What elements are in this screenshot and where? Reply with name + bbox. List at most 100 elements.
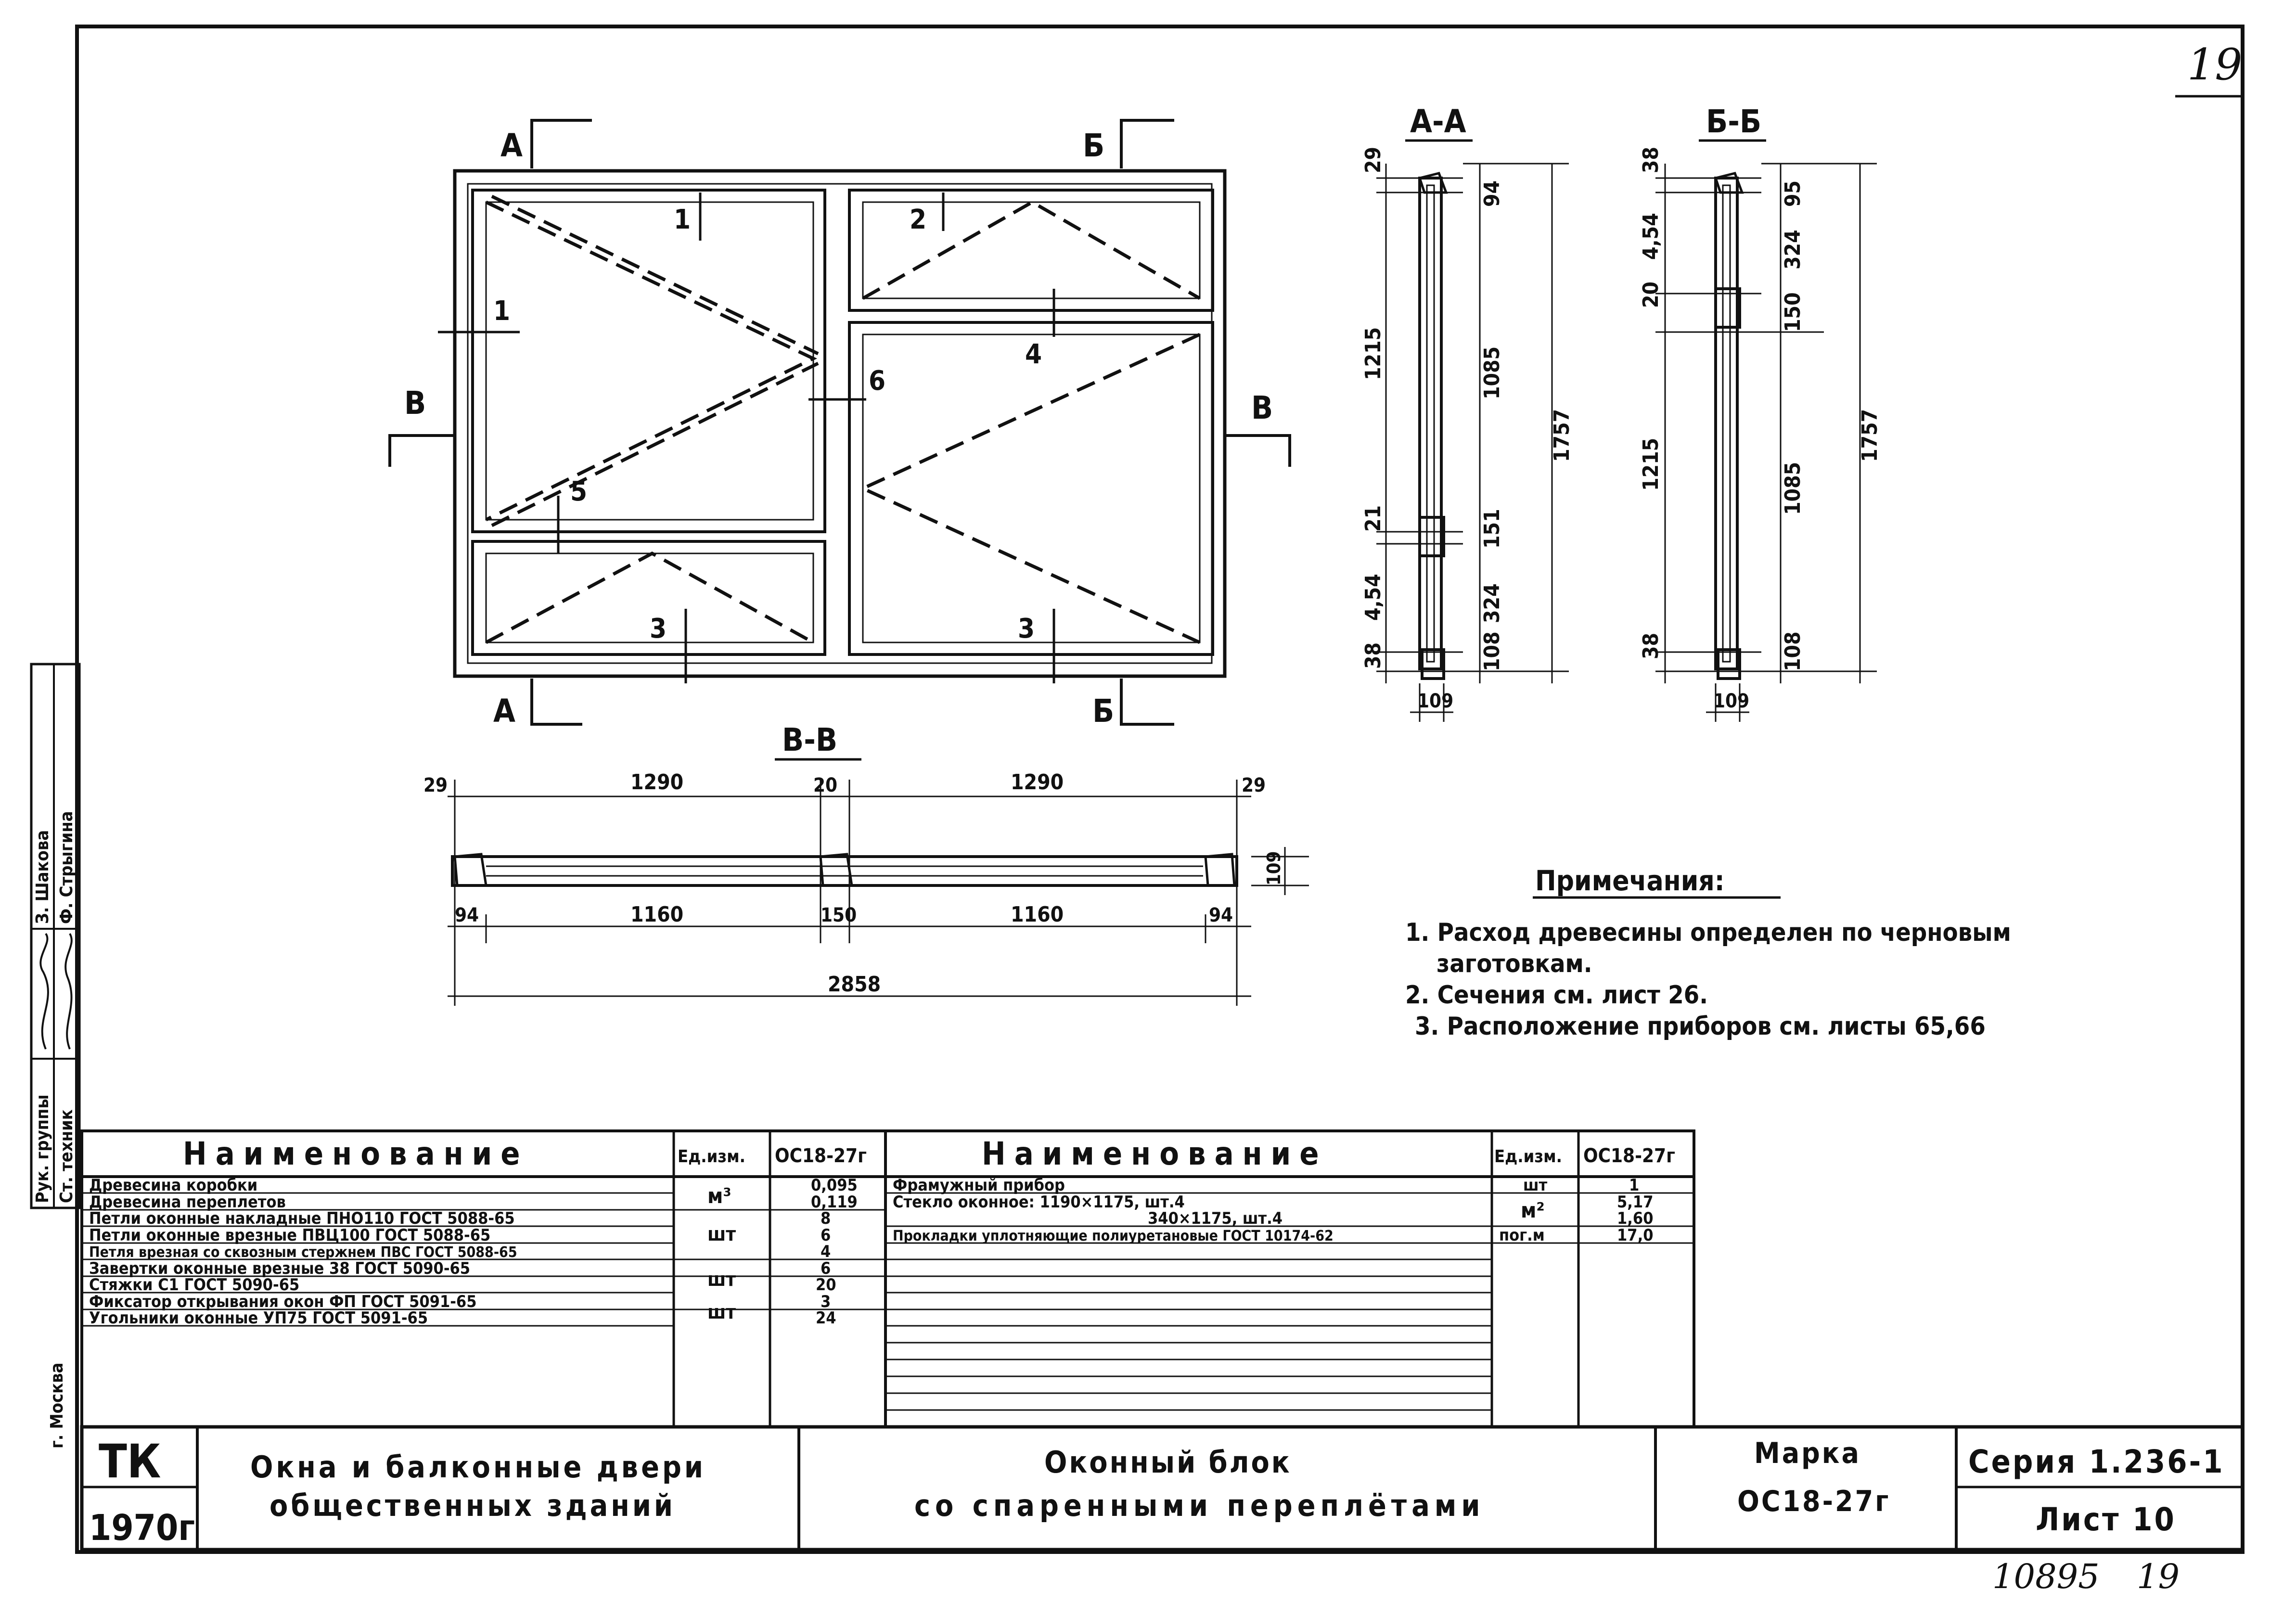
title-category-2: общественных зданий	[269, 1488, 676, 1523]
vv-dim-bottom-1: 1160	[630, 902, 683, 927]
right-row-2-name: 340×1175, шт.4	[1148, 1209, 1283, 1228]
left-header-unit: Ед.изм.	[678, 1147, 745, 1167]
title-product-2: со спаренными переплётами	[914, 1488, 1485, 1523]
spec-table-right: Наименование Ед.изм. ОС18-27г Фрамужный …	[884, 1129, 1695, 1428]
section-vv-profile	[451, 855, 1238, 887]
left-row-4-name: Петля врезная со сквозным стержнем ПВС Г…	[89, 1244, 517, 1261]
left-row-6-qty: 20	[816, 1275, 836, 1295]
vv-dim-top-2: 20	[813, 774, 837, 796]
bb-dim-left-4: 38	[1639, 633, 1663, 659]
bb-dim-right-4: 108	[1781, 631, 1805, 671]
section-aa-profile	[1418, 177, 1443, 670]
sheet-border	[75, 25, 2245, 1554]
title-sheet: Лист 10	[2036, 1501, 2176, 1538]
section-mark-b-bottom: Б	[1092, 692, 1114, 730]
right-row-1-qty: 5,17	[1617, 1193, 1653, 1212]
notes-title: Примечания:	[1535, 864, 1725, 897]
right-header-mark: ОС18-27г	[1583, 1145, 1675, 1167]
right-header-unit: Ед.изм.	[1494, 1147, 1562, 1167]
aa-dim-left-0: 29	[1361, 147, 1385, 173]
stamp-role-1: Рук. группы	[33, 1094, 52, 1203]
opening-lines	[485, 194, 1201, 644]
left-row-3-unit: шт	[707, 1223, 736, 1245]
title-year: 1970г	[89, 1507, 195, 1549]
aa-dim-right-1: 1085	[1480, 346, 1504, 399]
aa-dim-width: 109	[1417, 690, 1453, 712]
section-vv-title: В-В	[782, 721, 837, 758]
signature-2	[64, 933, 73, 1050]
sash-right-large	[848, 321, 1214, 656]
section-mark-v-left: В	[404, 385, 426, 422]
left-row-5-name: Завертки оконные врезные 38 ГОСТ 5090-65	[89, 1259, 470, 1278]
aa-dim-left-3: 4,54	[1361, 574, 1385, 621]
aa-dim-left-2: 21	[1361, 505, 1385, 532]
left-row-4-qty: 4	[821, 1242, 831, 1261]
right-header-name: Наименование	[982, 1135, 1328, 1172]
section-bb-profile	[1714, 177, 1739, 670]
corner-number: 19	[2187, 39, 2243, 90]
left-row-6-name: Стяжки С1 ГОСТ 5090-65	[89, 1275, 299, 1295]
vv-dim-top-4: 29	[1242, 774, 1266, 796]
title-block: ТК 1970г Окна и балконные двери обществе…	[80, 1425, 2245, 1552]
archive-number: 10895	[1992, 1557, 2100, 1596]
bb-dim-left-0: 38	[1639, 147, 1663, 173]
vv-dim-bottom-0: 94	[455, 904, 479, 926]
callout-2: 2	[910, 204, 926, 235]
section-mark-a-bottom: А	[493, 692, 515, 730]
title-category-1: Окна и балконные двери	[250, 1449, 706, 1485]
section-mark-v-right: В	[1251, 389, 1273, 426]
left-row-2-qty: 8	[821, 1209, 831, 1228]
right-row-1-unit: м²	[1521, 1198, 1545, 1223]
bb-dim-left-3: 1215	[1639, 438, 1663, 491]
section-bb: Б-Б 38 4,54 20 1215 38 95 324 150	[1639, 103, 1882, 722]
side-stamp: Рук. группы Ст. техник З. Шакова Ф. Стры…	[30, 663, 81, 1449]
window-frame-outer	[453, 169, 1227, 678]
left-row-5-qty: 6	[821, 1259, 831, 1278]
vv-dim-bottom-2: 150	[821, 904, 857, 926]
section-vv: В-В 29 1290 20 1290 29 94 1160 150	[423, 721, 1309, 1006]
sash-left-large	[471, 189, 826, 533]
aa-dim-left-1: 1215	[1361, 327, 1385, 380]
aa-dim-total: 1757	[1550, 409, 1574, 462]
title-series: Серия 1.236-1	[1968, 1443, 2225, 1480]
note-item-3: 3. Расположение приборов см. листы 65,66	[1415, 1012, 1986, 1041]
left-row-3-qty: 6	[821, 1226, 831, 1245]
right-row-1-name: Стекло оконное: 1190×1175, шт.4	[893, 1193, 1185, 1212]
section-mark-a-top: А	[500, 127, 523, 164]
section-aa: А-А 29 1215 21 4,54 38 94 1085	[1361, 103, 1574, 722]
left-row-2-name: Петли оконные накладные ПНО110 ГОСТ 5088…	[89, 1209, 515, 1228]
left-row-8-qty: 24	[816, 1308, 836, 1328]
callout-4: 4	[1025, 339, 1042, 370]
note-item-0: 1. Расход древесины определен по черновы…	[1405, 918, 2011, 947]
bb-dim-left-1: 4,54	[1639, 213, 1663, 260]
sash-left-bottom	[471, 540, 826, 656]
section-bb-title: Б-Б	[1706, 103, 1761, 140]
right-row-3-name: Прокладки уплотняющие полиуретановые ГОС…	[893, 1228, 1334, 1244]
stamp-name-2: Ф. Стрыгина	[57, 811, 77, 924]
window-frame-inner	[467, 183, 1213, 664]
left-row-7-unit: шт	[707, 1301, 736, 1323]
callout-1b: 1	[493, 295, 510, 327]
left-header-mark: ОС18-27г	[775, 1145, 867, 1167]
aa-dim-right-2: 151	[1480, 509, 1504, 549]
left-row-1-qty: 0,119	[811, 1193, 858, 1212]
left-row-0-unit: м³	[707, 1184, 731, 1208]
left-row-8-name: Угольники оконные УП75 ГОСТ 5091-65	[89, 1308, 428, 1328]
left-row-0-name: Древесина коробки	[89, 1176, 257, 1195]
title-product-1: Оконный блок	[1044, 1445, 1292, 1480]
vv-dim-bottom-4: 94	[1209, 904, 1233, 926]
vv-dim-top-0: 29	[423, 774, 448, 796]
title-mark-label: Марка	[1754, 1436, 1861, 1470]
bb-dim-right-1: 324	[1781, 230, 1805, 269]
stamp-role-2: Ст. техник	[57, 1109, 77, 1203]
note-item-2: 2. Сечения см. лист 26.	[1405, 981, 1708, 1010]
callout-6: 6	[869, 365, 885, 397]
right-row-0-unit: шт	[1523, 1176, 1547, 1195]
callout-3b: 3	[1018, 613, 1035, 644]
bb-dim-total: 1757	[1858, 409, 1882, 462]
notes: Примечания: 1. Расход древесины определе…	[1405, 864, 2011, 1041]
right-row-3-qty: 17,0	[1617, 1226, 1653, 1245]
signature-1	[39, 933, 49, 1050]
left-header-name: Наименование	[183, 1135, 529, 1172]
